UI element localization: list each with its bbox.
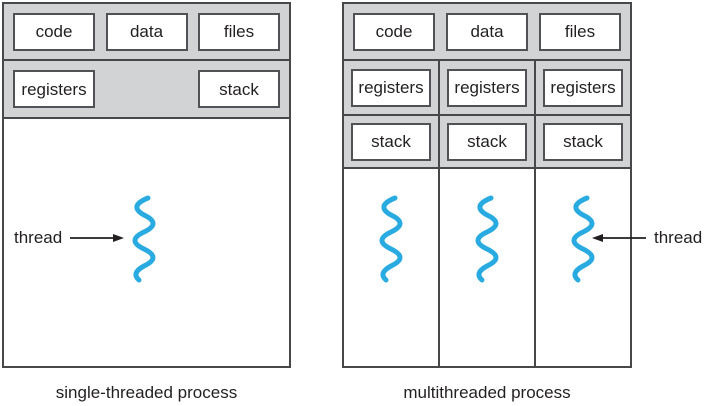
column1-stack-box: stack	[351, 122, 431, 161]
arrow-left-icon	[592, 234, 646, 242]
single-registers-box: registers	[13, 70, 95, 108]
column3-stack-row: stack	[536, 116, 630, 169]
thread-squiggle-path	[379, 195, 403, 283]
column1-registers-label: registers	[358, 78, 424, 97]
column3-registers-label: registers	[550, 78, 616, 97]
column3-registers-row: registers	[536, 61, 630, 116]
single-context-band: registers stack	[4, 61, 289, 119]
column2-registers-box: registers	[447, 68, 527, 107]
column3-stack-label: stack	[563, 132, 603, 151]
column2-stack-box: stack	[447, 122, 527, 161]
column1-stack-label: stack	[371, 132, 411, 151]
multi-files-box: files	[539, 12, 621, 51]
single-thread-label: thread	[14, 228, 63, 247]
column3-registers-box: registers	[543, 68, 623, 107]
multithreaded-process-box: code data files registers stack	[342, 2, 632, 368]
multi-data-label: data	[470, 22, 504, 41]
multi-thread-annotation: thread	[592, 227, 702, 249]
column1-registers-row: registers	[344, 61, 438, 116]
thread-squiggle-icon	[571, 195, 595, 283]
column2-registers-label: registers	[454, 78, 520, 97]
single-files-label: files	[223, 22, 255, 41]
thread-squiggle-path	[132, 195, 156, 283]
single-files-box: files	[198, 12, 280, 51]
thread-squiggle-icon	[379, 195, 403, 283]
single-process-caption: single-threaded process	[55, 383, 238, 402]
thread-squiggle-path	[571, 195, 595, 283]
column1-stack-row: stack	[344, 116, 438, 169]
single-code-box: code	[13, 12, 95, 51]
single-registers-label: registers	[21, 79, 87, 99]
multi-data-box: data	[446, 12, 528, 51]
single-data-box: data	[105, 12, 188, 51]
single-code-label: code	[35, 22, 73, 41]
single-stack-label: stack	[219, 79, 259, 99]
arrow-right-icon	[70, 234, 125, 242]
multi-thread-label: thread	[654, 228, 703, 247]
multi-code-label: code	[375, 22, 413, 41]
single-memory-band: code data files	[4, 4, 289, 61]
multi-process-caption: multithreaded process	[403, 383, 571, 402]
multi-code-box: code	[353, 12, 435, 51]
thread-squiggle-path	[475, 195, 499, 283]
single-thread-annotation: thread	[14, 227, 125, 249]
single-data-label: data	[129, 22, 164, 41]
thread-squiggle-icon	[475, 195, 499, 283]
column2-registers-row: registers	[440, 61, 534, 116]
thread-squiggle-icon	[132, 195, 156, 283]
multi-memory-band: code data files	[344, 4, 630, 61]
single-process-body	[4, 119, 289, 366]
multi-files-label: files	[564, 22, 596, 41]
single-threaded-process-box: code data files registers stack	[2, 2, 291, 368]
column2-stack-row: stack	[440, 116, 534, 169]
single-stack-box: stack	[198, 70, 280, 108]
column2-stack-label: stack	[467, 132, 507, 151]
column3-stack-box: stack	[543, 122, 623, 161]
column1-registers-box: registers	[351, 68, 431, 107]
